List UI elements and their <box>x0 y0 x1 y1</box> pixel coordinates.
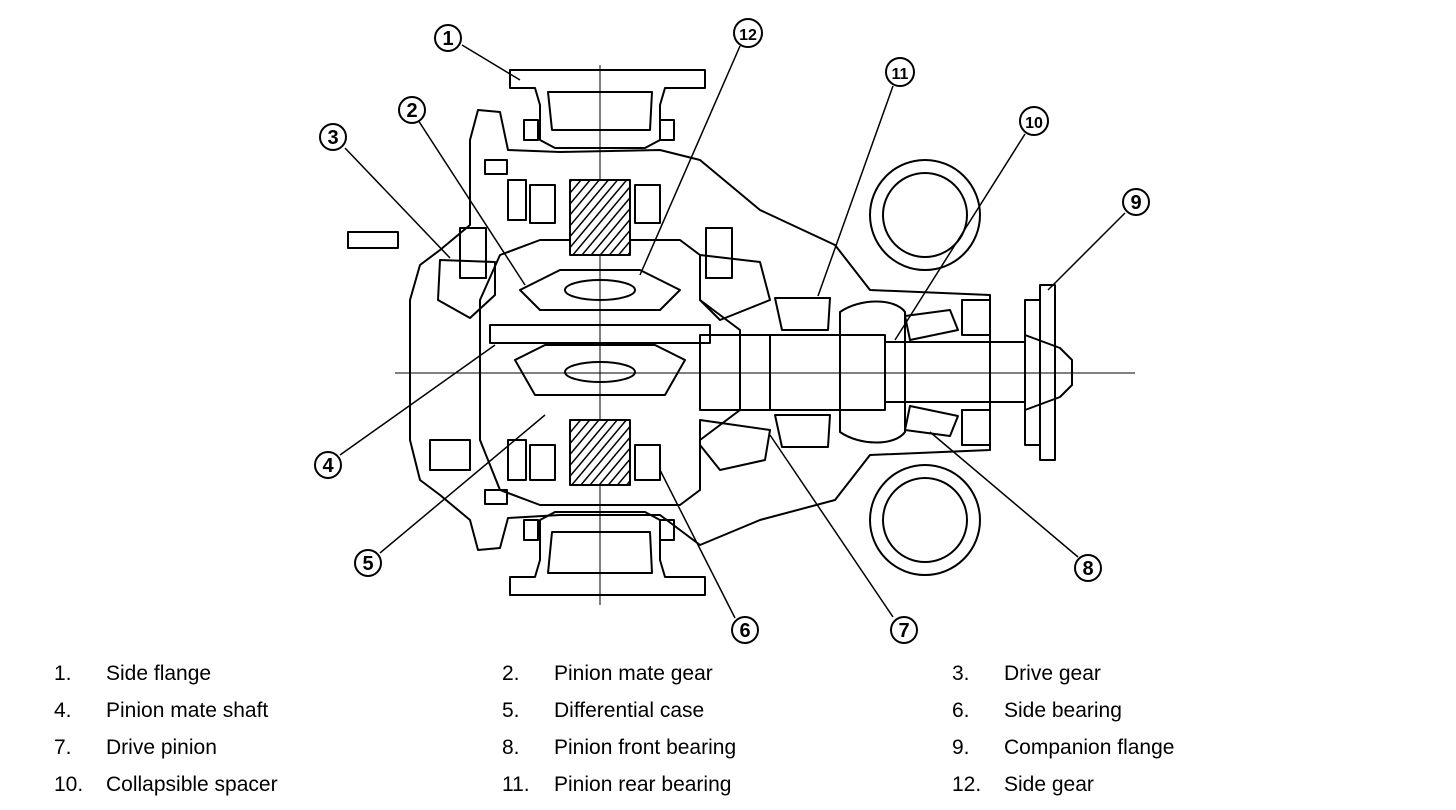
legend-num: 10. <box>54 773 84 796</box>
callout-3: 3 <box>319 123 347 151</box>
svg-text:1: 1 <box>442 28 453 50</box>
drawing <box>347 65 1135 605</box>
upper-mount-boss-inner <box>882 172 968 258</box>
legend-num: 6. <box>952 699 970 722</box>
callouts: 1 2 3 4 5 6 7 8 9 10 11 12 <box>314 18 1150 644</box>
legend-label: Pinion front bearing <box>554 736 737 759</box>
legend-num: 11. <box>502 773 530 796</box>
pinion-front-bearing-bottom <box>904 405 959 437</box>
legend-num: 5. <box>502 699 520 722</box>
upper-side-bearing-left <box>529 184 556 224</box>
legend-num: 7. <box>54 736 72 759</box>
lower-mount-boss-inner <box>882 477 968 563</box>
callout-11: 11 <box>885 57 915 87</box>
legend-label: Pinion mate shaft <box>106 699 269 722</box>
pinion-rear-bearing-top <box>774 297 831 331</box>
legend-label: Differential case <box>554 699 705 722</box>
callout-6: 6 <box>731 616 759 644</box>
svg-text:10: 10 <box>1025 115 1043 132</box>
svg-text:4: 4 <box>322 455 334 477</box>
carrier-housing <box>409 109 991 551</box>
bottom-side-flange <box>509 511 706 596</box>
upper-side-gear <box>569 179 631 256</box>
callout-10: 10 <box>1019 106 1049 136</box>
pinion-front-bearing-top <box>904 309 959 341</box>
callout-7: 7 <box>890 616 918 644</box>
callout-12: 12 <box>733 18 763 48</box>
svg-text:12: 12 <box>739 27 757 44</box>
svg-text:3: 3 <box>327 127 338 149</box>
svg-text:9: 9 <box>1130 192 1141 214</box>
svg-text:2: 2 <box>406 100 417 122</box>
callout-9: 9 <box>1122 188 1150 216</box>
upper-mount-boss-outer <box>869 159 981 271</box>
legend-num: 8. <box>502 736 520 759</box>
callout-4: 4 <box>314 451 342 479</box>
parts-legend: 1. Side flange 2. Pinion mate gear 3. Drive… <box>0 655 1456 805</box>
svg-text:6: 6 <box>739 620 750 642</box>
legend-label: Side bearing <box>1004 699 1122 722</box>
lower-pinion-mate-gear <box>514 344 686 396</box>
callout-1: 1 <box>434 24 462 52</box>
top-side-flange <box>509 69 706 149</box>
lower-side-gear <box>569 419 631 486</box>
legend-label: Pinion rear bearing <box>554 773 732 796</box>
legend-label: Drive pinion <box>106 736 217 759</box>
svg-text:11: 11 <box>892 66 909 83</box>
legend-label: Collapsible spacer <box>106 773 278 796</box>
callout-5: 5 <box>354 549 382 577</box>
lower-mount-boss-outer <box>869 464 981 576</box>
upper-pinion-mate-gear <box>519 269 681 311</box>
legend-num: 12. <box>952 773 982 796</box>
legend-label: Drive gear <box>1004 662 1101 685</box>
differential-cross-section-diagram: 1 2 3 4 5 6 7 8 9 10 11 12 <box>314 18 1150 644</box>
lower-side-bearing-left <box>529 444 556 481</box>
pinion-rear-bearing-bottom <box>774 414 831 448</box>
svg-text:8: 8 <box>1082 558 1093 580</box>
callout-8: 8 <box>1074 554 1102 582</box>
legend-num: 3. <box>952 662 970 685</box>
leader-lines <box>339 44 1126 619</box>
legend-label: Side gear <box>1004 773 1094 796</box>
legend-num: 2. <box>502 662 520 685</box>
legend-num: 1. <box>54 662 72 685</box>
legend-num: 9. <box>952 736 970 759</box>
lower-side-bearing-right <box>634 444 661 481</box>
legend-label: Pinion mate gear <box>554 662 713 685</box>
svg-text:5: 5 <box>362 553 373 575</box>
collapsible-spacer <box>839 300 906 444</box>
legend-label: Companion flange <box>1004 736 1175 759</box>
legend-num: 4. <box>54 699 72 722</box>
callout-2: 2 <box>398 96 426 124</box>
upper-side-bearing-right <box>634 184 661 224</box>
svg-text:7: 7 <box>898 620 909 642</box>
legend-label: Side flange <box>106 662 212 685</box>
